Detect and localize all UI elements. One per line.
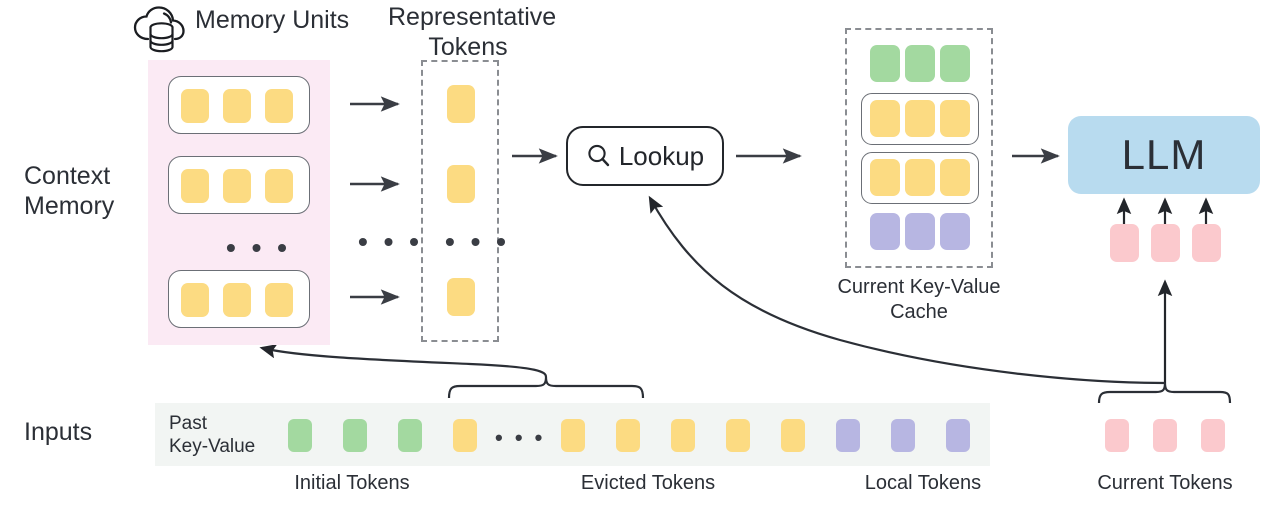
input-token-evicted-4 [671,419,695,452]
kv-cache-token-yellow [905,159,935,196]
past-key-value-label: Past Key-Value [169,413,255,459]
representative-token-2 [447,165,475,203]
input-token-evicted-5 [726,419,750,452]
llm-label: LLM [1121,131,1207,178]
llm-box[interactable]: LLM [1068,116,1260,194]
kv-cache-token-yellow [905,100,935,137]
representative-tokens-ellipsis: • • • [445,226,510,257]
kv-cache-token-purple [940,213,970,250]
kv-cache-token-yellow [940,159,970,196]
memory-token [223,89,251,123]
memory-token [223,283,251,317]
past-key-value-line2: Key-Value [169,435,256,457]
kv-cache-token-green [905,45,935,82]
memory-unit-2[interactable] [168,156,310,214]
brace-evicted-tokens [447,376,645,399]
lookup-label: Lookup [618,140,705,171]
representative-token-3 [447,278,475,316]
memory-token [265,283,293,317]
evicted-tokens-label: Evicted Tokens [580,472,716,494]
memory-token [181,169,209,203]
representative-tokens-line1: Representative [388,3,557,31]
memory-token [223,169,251,203]
current-kv-cache-label: Current Key-Value Cache [819,275,1019,325]
memory-units-label: Memory Units [195,6,350,34]
current-tokens-group [1090,403,1240,466]
cloud-database-icon [131,5,193,60]
kv-cache-token-green [870,45,900,82]
representative-tokens-label: Representative Tokens [388,3,557,62]
llm-input-token-3 [1192,224,1221,262]
local-tokens-label: Local Tokens [864,472,982,494]
current-kv-cache-box [845,28,993,268]
memory-token [181,89,209,123]
lookup-button[interactable]: Lookup [566,126,724,186]
memory-token [265,89,293,123]
llm-input-token-1 [1110,224,1139,262]
input-token-evicted-6 [781,419,805,452]
current-kv-cache-line2: Cache [890,301,948,323]
representative-token-1 [447,85,475,123]
context-memory-label: Context Memory [24,162,114,221]
representative-tokens-line2: Tokens [428,32,508,61]
current-tokens-label: Current Tokens [1097,472,1233,494]
input-token-initial-2 [343,419,367,452]
input-token-evicted-1 [453,419,477,452]
current-kv-cache-line1: Current Key-Value [837,276,1001,298]
memory-token [181,283,209,317]
input-token-initial-1 [288,419,312,452]
kv-cache-token-purple [870,213,900,250]
memory-unit-1[interactable] [168,76,310,134]
kv-cache-token-yellow [940,100,970,137]
input-token-local-3 [946,419,970,452]
input-tokens-ellipsis: • • • [495,425,546,450]
input-token-evicted-2 [561,419,585,452]
inputs-strip: Past Key-Value • • • [155,403,990,466]
memory-units-ellipsis: • • • [226,232,291,263]
current-token-2 [1153,419,1177,452]
current-token-1 [1105,419,1129,452]
context-memory-line2: Memory [24,191,115,220]
current-token-3 [1201,419,1225,452]
past-key-value-line1: Past [169,413,208,434]
kv-cache-token-yellow [870,159,900,196]
brace-current-tokens [1097,382,1232,404]
inputs-label: Inputs [24,418,93,446]
search-icon [588,144,610,167]
memory-token [265,169,293,203]
initial-tokens-label: Initial Tokens [294,472,410,494]
input-token-initial-3 [398,419,422,452]
context-memory-panel: • • • [148,60,330,345]
input-token-evicted-3 [616,419,640,452]
representative-tokens-box [421,60,499,342]
context-memory-line1: Context [24,162,111,190]
input-token-local-1 [836,419,860,452]
memory-unit-n[interactable] [168,270,310,328]
kv-cache-token-green [940,45,970,82]
kv-cache-token-purple [905,213,935,250]
kv-cache-token-yellow [870,100,900,137]
curve-evicted-to-context-memory [259,344,548,378]
arrow-column-ellipsis: • • • [358,226,423,257]
llm-input-token-2 [1151,224,1180,262]
input-token-local-2 [891,419,915,452]
